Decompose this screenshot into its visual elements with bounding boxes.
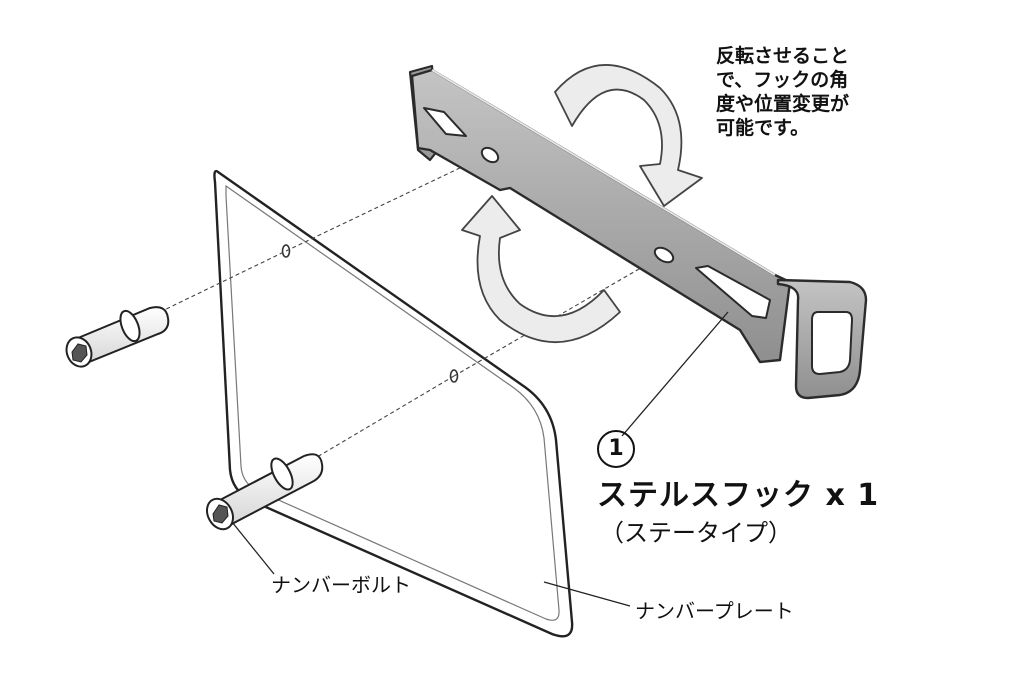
curved-rotate-arrow-icon (461, 195, 621, 344)
part-name: ステルスフック x 1 (597, 478, 880, 513)
curved-rotate-arrow-icon (554, 64, 703, 207)
rotation-note-line: 度や位置変更が (716, 93, 850, 115)
bolt-label: ナンバーボルト (271, 573, 411, 597)
rotation-note-line: で、フックの角 (716, 69, 849, 91)
leader-lines (231, 311, 729, 607)
part-callout-number: 1 (597, 430, 635, 468)
bracket-hole-left (480, 146, 500, 164)
part-type: （ステータイプ） (600, 519, 792, 547)
bracket-slot-left (423, 107, 467, 137)
rotation-note-line: 可能です。 (716, 117, 810, 139)
hex-socket-bolt-icon (206, 453, 324, 531)
bracket-slot-right (695, 265, 771, 319)
plate-label: ナンバープレート (635, 599, 794, 623)
rotation-note-line: 反転させること (716, 45, 850, 67)
hex-socket-bolt-icon (65, 306, 170, 368)
stealth-hook-bracket (408, 64, 868, 400)
bracket-hole-right (653, 246, 675, 264)
number-plate (213, 169, 574, 638)
rotation-note: 反転させること で、フックの角 度や位置変更が 可能です。 (716, 44, 906, 140)
